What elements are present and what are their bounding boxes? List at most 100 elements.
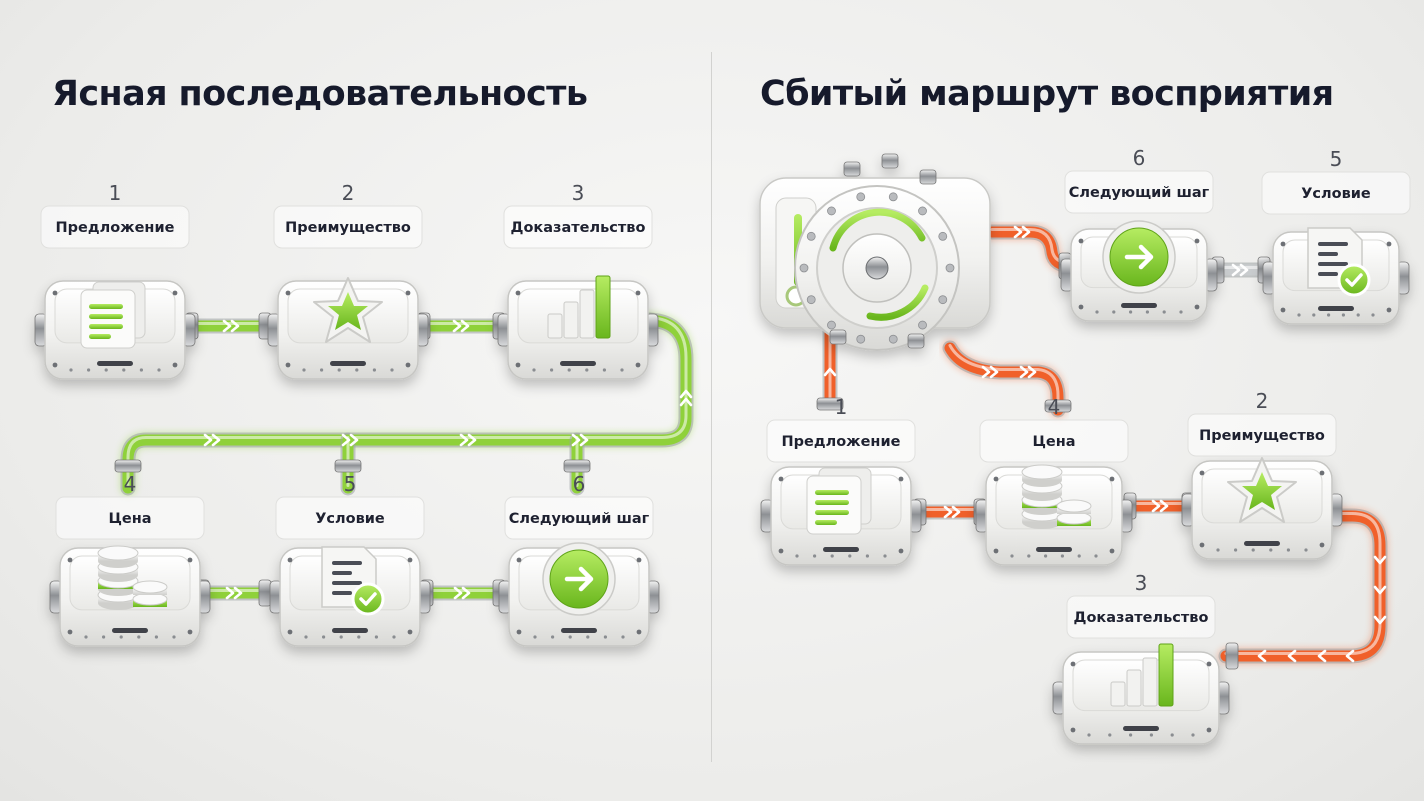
coins-icon <box>1021 464 1092 529</box>
arrow-circle-icon <box>542 542 616 616</box>
flow-arrow-l-3 <box>679 389 693 407</box>
flow-arrow-r-left-3 <box>1345 649 1355 663</box>
bar-3 <box>1142 657 1158 707</box>
flow-arrow-r-down-2-mark <box>1373 615 1387 625</box>
flow-arrow-l-4-mark <box>203 433 221 447</box>
module-rivet <box>372 368 376 372</box>
module-rivet <box>1095 310 1099 314</box>
module-rivet <box>139 368 143 372</box>
flow-arrow-l-8 <box>225 586 243 600</box>
module-screw <box>1194 304 1200 310</box>
module-rivet <box>339 635 343 639</box>
flow-arrow-r-3 <box>823 367 837 377</box>
module-screw <box>172 290 178 296</box>
bar-chart-icon <box>1110 643 1174 707</box>
module-rivet <box>87 368 91 372</box>
module-slot <box>560 361 596 366</box>
module-screw <box>172 362 178 368</box>
module-rivet <box>1341 313 1345 317</box>
machine-glow-arc-top <box>829 208 926 252</box>
flow-arrow-r-left-2-mark <box>1317 649 1327 663</box>
flow-arrow-r-down-2 <box>1373 615 1387 625</box>
machine-nozzle <box>907 333 925 349</box>
machine-axle <box>865 256 889 280</box>
module-r-offer <box>760 466 922 566</box>
bar-chart-icon <box>547 275 611 339</box>
machine-bolt <box>827 206 836 216</box>
module-screw <box>405 362 411 368</box>
flow-arrow-r-7 <box>1151 499 1169 513</box>
module-rivet <box>304 635 308 639</box>
step-number: 2 <box>1256 389 1269 413</box>
label-card <box>1261 171 1411 215</box>
module-slot <box>1121 303 1157 308</box>
flow-arrow-l-2 <box>452 319 470 333</box>
panel-divider <box>711 52 712 762</box>
module-r-terms <box>1262 227 1410 325</box>
module-rivet <box>585 368 589 372</box>
button-arrow <box>564 566 594 592</box>
module-screw <box>516 629 522 635</box>
coupling-r-1-ring <box>816 397 844 411</box>
step-name: Цена <box>1032 434 1075 450</box>
step-name: Следующий шаг <box>1069 185 1210 201</box>
module-screw <box>287 557 293 563</box>
module-screw <box>287 629 293 635</box>
module-screw <box>1280 241 1286 247</box>
checklist-icon <box>1307 227 1371 297</box>
machine-bolt <box>918 206 927 216</box>
module-rivet <box>1179 310 1183 314</box>
module-screw <box>1194 238 1200 244</box>
label-card <box>275 496 425 540</box>
module-screw <box>52 362 58 368</box>
flow-arrow-l-5 <box>341 433 359 447</box>
module-rivet <box>1191 733 1195 737</box>
module-rivet <box>337 368 341 372</box>
module-screw <box>187 629 193 635</box>
step-name: Доказательство <box>1074 610 1209 626</box>
machine-bolt <box>888 334 898 344</box>
module-r-proof <box>1052 643 1230 745</box>
module-rivet <box>392 635 396 639</box>
flow-arrow-r-1-mark <box>1013 225 1031 239</box>
arrow-circle-icon <box>1102 220 1176 294</box>
machine-nozzle <box>829 329 847 345</box>
module-rivet <box>1060 554 1064 558</box>
coupling-r-4 <box>1044 399 1072 413</box>
module-rivet <box>322 635 326 639</box>
module-rivet <box>355 368 359 372</box>
label-card <box>40 205 190 249</box>
bar-1 <box>1110 681 1126 707</box>
module-rivet <box>865 554 870 558</box>
flow-arrow-l-7 <box>571 433 589 447</box>
flow-arrow-r-5-mark <box>1019 365 1037 379</box>
module-screw <box>993 476 999 482</box>
module-rivet <box>1269 548 1273 552</box>
module-screw <box>1206 727 1212 733</box>
module-rivet <box>1312 313 1316 317</box>
flow-arrow-l-1 <box>222 319 240 333</box>
module-l-proof <box>497 275 659 380</box>
machine-bolt <box>806 295 816 305</box>
module-screw <box>1206 661 1212 667</box>
step-number: 2 <box>342 181 355 205</box>
module-rivet <box>550 368 554 372</box>
gear-machine <box>759 153 991 351</box>
pipe-l-return <box>120 312 694 496</box>
module-screw <box>1109 476 1115 482</box>
module-rivet <box>302 368 306 372</box>
module-screw <box>187 557 193 563</box>
module-screw <box>1386 307 1392 313</box>
coupling-r-4-ring <box>1044 399 1072 413</box>
module-l-benefit <box>267 277 429 380</box>
flow-arrow-r-2 <box>1231 263 1249 277</box>
module-rivet <box>1010 554 1014 558</box>
flow-arrow-l-6 <box>459 433 477 447</box>
module-rivet <box>1129 733 1133 737</box>
coupling-r-h7 <box>1225 642 1239 670</box>
module-rivet <box>69 368 73 372</box>
